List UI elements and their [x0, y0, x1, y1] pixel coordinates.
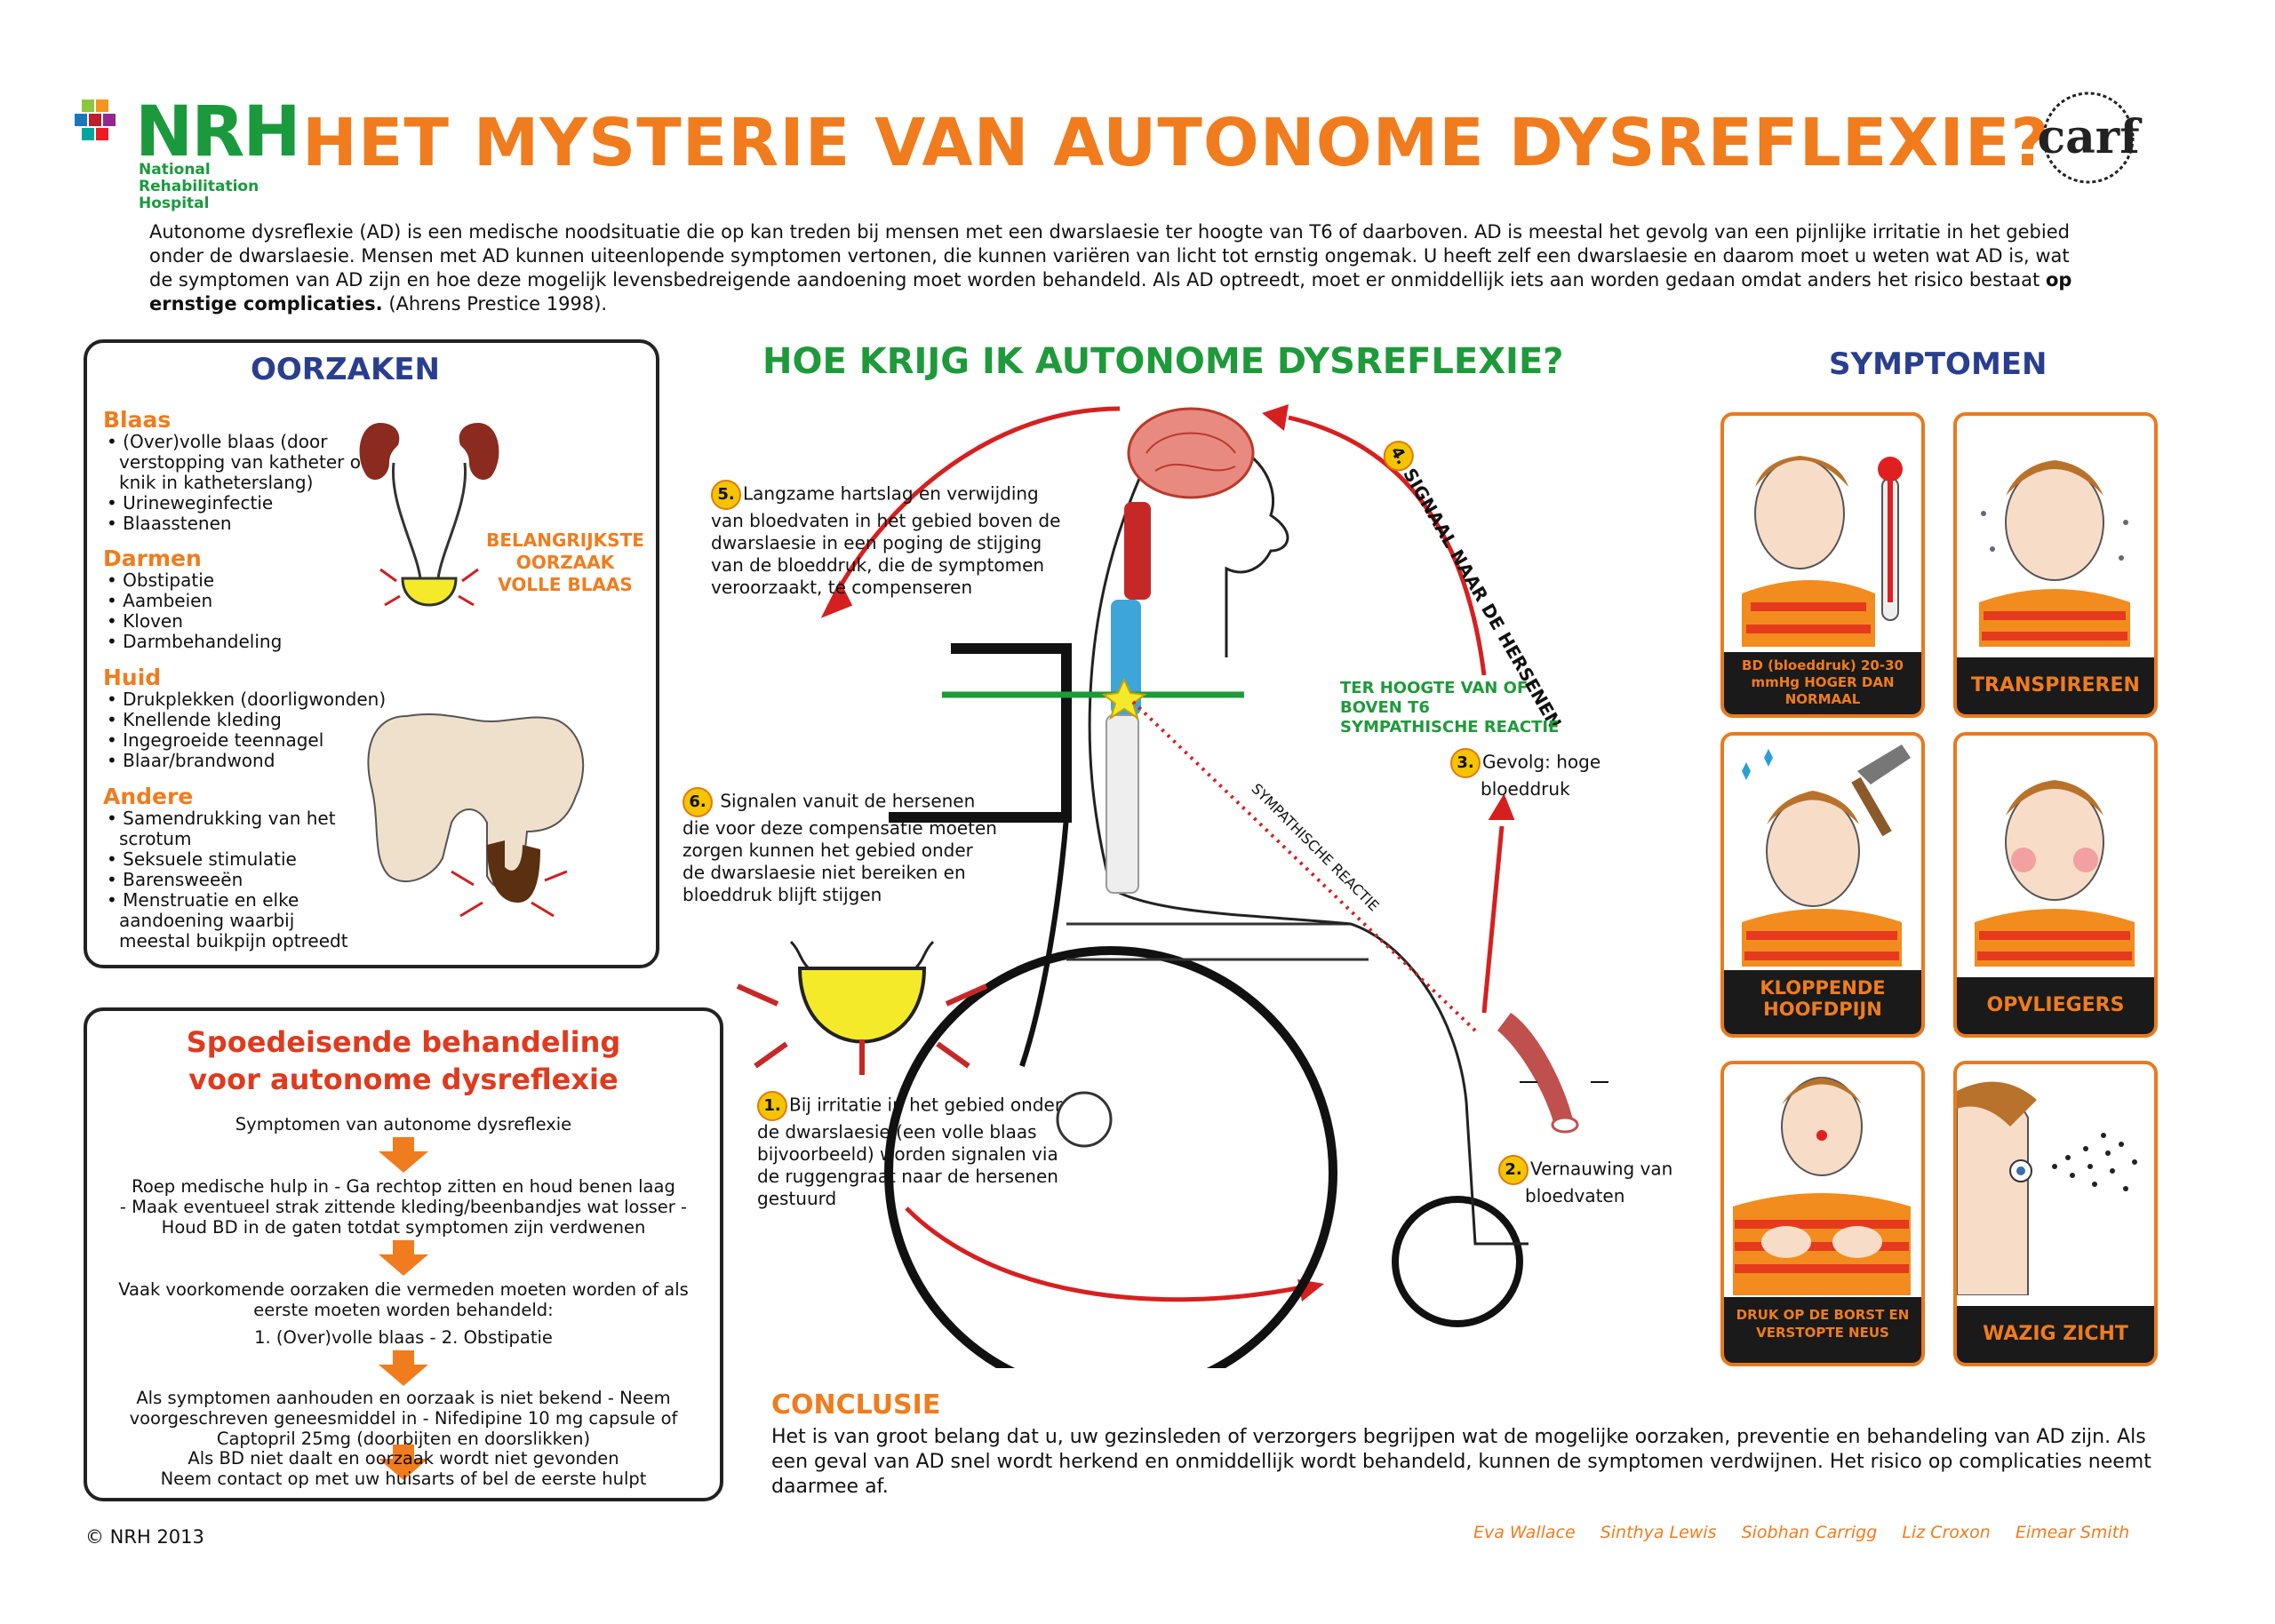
list-item: • Seksuele stimulatie — [107, 848, 297, 870]
svg-text:carf: carf — [2037, 110, 2143, 164]
symptom-label: OPVLIEGERS — [1957, 977, 2154, 1034]
diagram-step-5: 5.Langzame hartslag en verwijding van bl… — [711, 480, 1102, 599]
author-name: Siobhan Carrigg — [1741, 1523, 1878, 1542]
conclusion-title: CONCLUSIE — [771, 1389, 941, 1421]
thermometer-face-icon — [1742, 456, 1903, 647]
conclusion-text: Het is van groot belang dat u, uw gezins… — [771, 1426, 2151, 1498]
category-andere: Andere — [103, 784, 194, 809]
nrh-logo-subtitle: National Rehabilitation Hospital — [139, 161, 259, 212]
intestine-illustration — [367, 712, 585, 918]
list-item: • (Over)volle blaas (door verstopping va… — [107, 431, 367, 493]
list-item: • Kloven — [107, 610, 183, 632]
symptom-card: WAZIG ZICHT — [1953, 1061, 2158, 1366]
list-item: • Darmbehandeling — [107, 631, 283, 652]
blurred-vision-icon — [1957, 1081, 2137, 1296]
symptom-label: TRANSPIREREN — [1957, 657, 2154, 714]
list-item: • Drukplekken (doorligwonden) — [107, 689, 387, 710]
sweating-face-icon — [1979, 460, 2130, 647]
step-number-badge: 6. — [682, 787, 713, 817]
page-title: HET MYSTERIE VAN AUTONOME DYSREFLEXIE? — [302, 105, 2050, 181]
carf-logo: carf — [2017, 89, 2159, 187]
headache-face-icon — [1742, 744, 1911, 967]
symptoms-title: SYMPTOMEN — [1829, 346, 2048, 382]
huid-list: • Drukplekken (doorligwonden) • Knellend… — [103, 689, 396, 771]
emergency-title: Spoedeisende behandeling voor autonome d… — [186, 1025, 621, 1096]
nrh-logo-text: NRH — [135, 92, 301, 172]
list-item: • Urineweginfectie — [107, 492, 274, 513]
emergency-step-5: Als BD niet daalt en oorzaak wordt niet … — [160, 1448, 647, 1489]
blaas-list: • (Over)volle blaas (door verstopping va… — [103, 432, 370, 534]
list-item: • Aambeien — [107, 590, 213, 611]
oorzaken-panel: OORZAKEN Blaas • (Over)volle blaas (door… — [84, 339, 659, 968]
emergency-step-4: Als symptomen aanhouden en oorzaak is ni… — [129, 1388, 678, 1449]
emergency-treatment-panel: Spoedeisende behandeling voor autonome d… — [84, 1007, 723, 1501]
category-blaas: Blaas — [103, 407, 172, 433]
list-item: • Ingegroeide teennagel — [107, 729, 324, 751]
author-name: Sinthya Lewis — [1600, 1523, 1717, 1542]
author-name: Eimear Smith — [2015, 1523, 2130, 1542]
symptom-card: OPVLIEGERS — [1953, 732, 2158, 1038]
darmen-list: • Obstipatie • Aambeien • Kloven • Darmb… — [103, 570, 334, 652]
down-arrow-icon — [379, 1137, 428, 1173]
down-arrow-icon — [379, 1445, 428, 1480]
oorzaken-title: OORZAKEN — [251, 352, 440, 387]
authors-list: Eva Wallace Sinthya Lewis Siobhan Carrig… — [1473, 1523, 2149, 1542]
category-darmen: Darmen — [103, 545, 202, 571]
emergency-step-3: Vaak voorkomende oorzaken die vermeden m… — [118, 1279, 689, 1348]
list-item: • Blaasstenen — [107, 513, 232, 534]
andere-list: • Samendrukking van het scrotum • Seksue… — [103, 808, 361, 951]
list-item: • Blaar/brandwond — [107, 750, 275, 771]
list-item: • Menstruatie en elke aandoening waarbij… — [107, 889, 348, 951]
list-item: • Samendrukking van het scrotum — [107, 808, 336, 849]
bladder-label: BELANGRIJKSTE OORZAAK VOLLE BLAAS — [486, 529, 644, 595]
diagram-step-6: 6. Signalen vanuit de hersenen die voor … — [682, 787, 1038, 906]
intro-paragraph: Autonome dysreflexie (AD) is een medisch… — [149, 221, 2072, 314]
down-arrow-icon — [379, 1350, 428, 1386]
author-name: Liz Croxon — [1902, 1523, 1991, 1542]
step-number-badge: 5. — [711, 480, 741, 510]
diagram-step-2: 2.Vernauwing van bloedvaten — [1498, 1155, 1694, 1207]
category-huid: Huid — [103, 665, 162, 690]
list-item: • Obstipatie — [107, 569, 215, 591]
emergency-step-1: Symptomen van autonome dysreflexie — [235, 1114, 572, 1134]
diagram-step-1: 1.Bij irritatie in het gebied onder de d… — [757, 1091, 1113, 1210]
symptom-card: TRANSPIREREN — [1953, 412, 2158, 718]
step-number-badge: 3. — [1450, 748, 1481, 778]
chest-pressure-icon — [1733, 1077, 1911, 1295]
kidneys-bladder-illustration — [359, 423, 499, 607]
flushed-face-icon — [1975, 780, 2135, 967]
copyright: © NRH 2013 — [85, 1526, 204, 1548]
diagram-step-3: 3.Gevolg: hoge bloeddruk — [1450, 748, 1646, 800]
wheelchair-diagram — [736, 404, 1608, 1368]
diagram-title: HOE KRIJG IK AUTONOME DYSREFLEXIE? — [762, 341, 1564, 382]
symptom-label: WAZIG ZICHT — [1957, 1306, 2154, 1363]
list-item: • Barensweeën — [107, 869, 243, 890]
author-name: Eva Wallace — [1473, 1523, 1576, 1542]
step-number-badge: 2. — [1498, 1155, 1529, 1185]
step-number-badge: 1. — [757, 1091, 787, 1121]
list-item: • Knellende kleding — [107, 709, 282, 730]
emergency-step-2: Roep medische hulp in - Ga rechtop zitte… — [119, 1176, 688, 1238]
down-arrow-icon — [379, 1240, 428, 1276]
nrh-logo-mark — [75, 100, 116, 140]
